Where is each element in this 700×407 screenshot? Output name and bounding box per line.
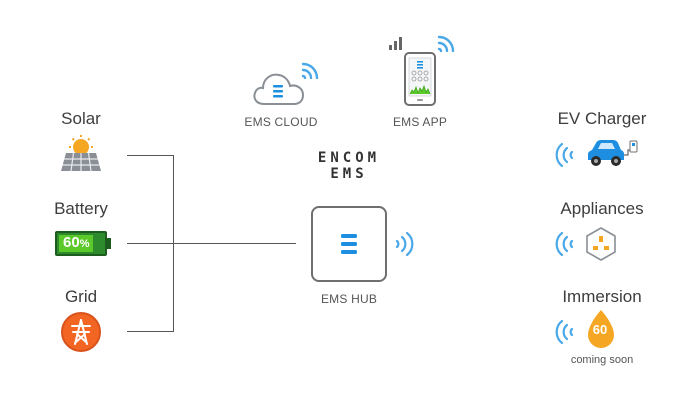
electric-car-icon [588,140,638,166]
battery-level-unit: % [79,238,90,250]
plug-socket-icon [586,227,616,261]
battery-label: Battery [54,199,108,218]
hub-menu-icon [341,234,357,254]
cloud-label: EMS CLOUD [244,115,318,129]
connector-battery-hub [127,243,296,244]
wifi-signal-icon [395,231,414,257]
water-drop-thermostat-icon [588,310,614,348]
encom-ems-logo: ENCOM EMS [300,150,398,182]
immersion-label: Immersion [562,287,642,306]
immersion-temp: 60 [592,322,608,337]
connector-solar [127,155,174,156]
ev-charger-label: EV Charger [557,109,647,128]
hub-label: EMS HUB [320,292,378,306]
signal-bars-icon [389,37,402,50]
app-label: EMS APP [392,115,448,129]
smartphone-icon [404,52,436,106]
wifi-signal-icon [301,62,319,79]
battery-icon [55,231,107,256]
solar-panel-sun-icon [61,135,101,172]
wifi-signal-icon [555,319,574,345]
grid-label: Grid [64,287,98,306]
grid-badge [61,312,101,352]
battery-level-value: 60 [63,234,80,251]
logo-line-2: EMS [330,166,368,182]
connector-grid [127,331,174,332]
immersion-note: coming soon [570,354,634,366]
wifi-signal-icon [437,35,455,52]
wifi-signal-icon [555,231,574,257]
battery-level: 60% [63,234,107,251]
cloud-icon [253,73,305,105]
logo-line-1: ENCOM [317,150,381,166]
appliances-label: Appliances [560,199,644,218]
wifi-signal-icon [555,142,574,168]
solar-label: Solar [61,109,101,128]
power-pylon-icon [71,319,91,345]
battery-terminal [107,238,111,249]
